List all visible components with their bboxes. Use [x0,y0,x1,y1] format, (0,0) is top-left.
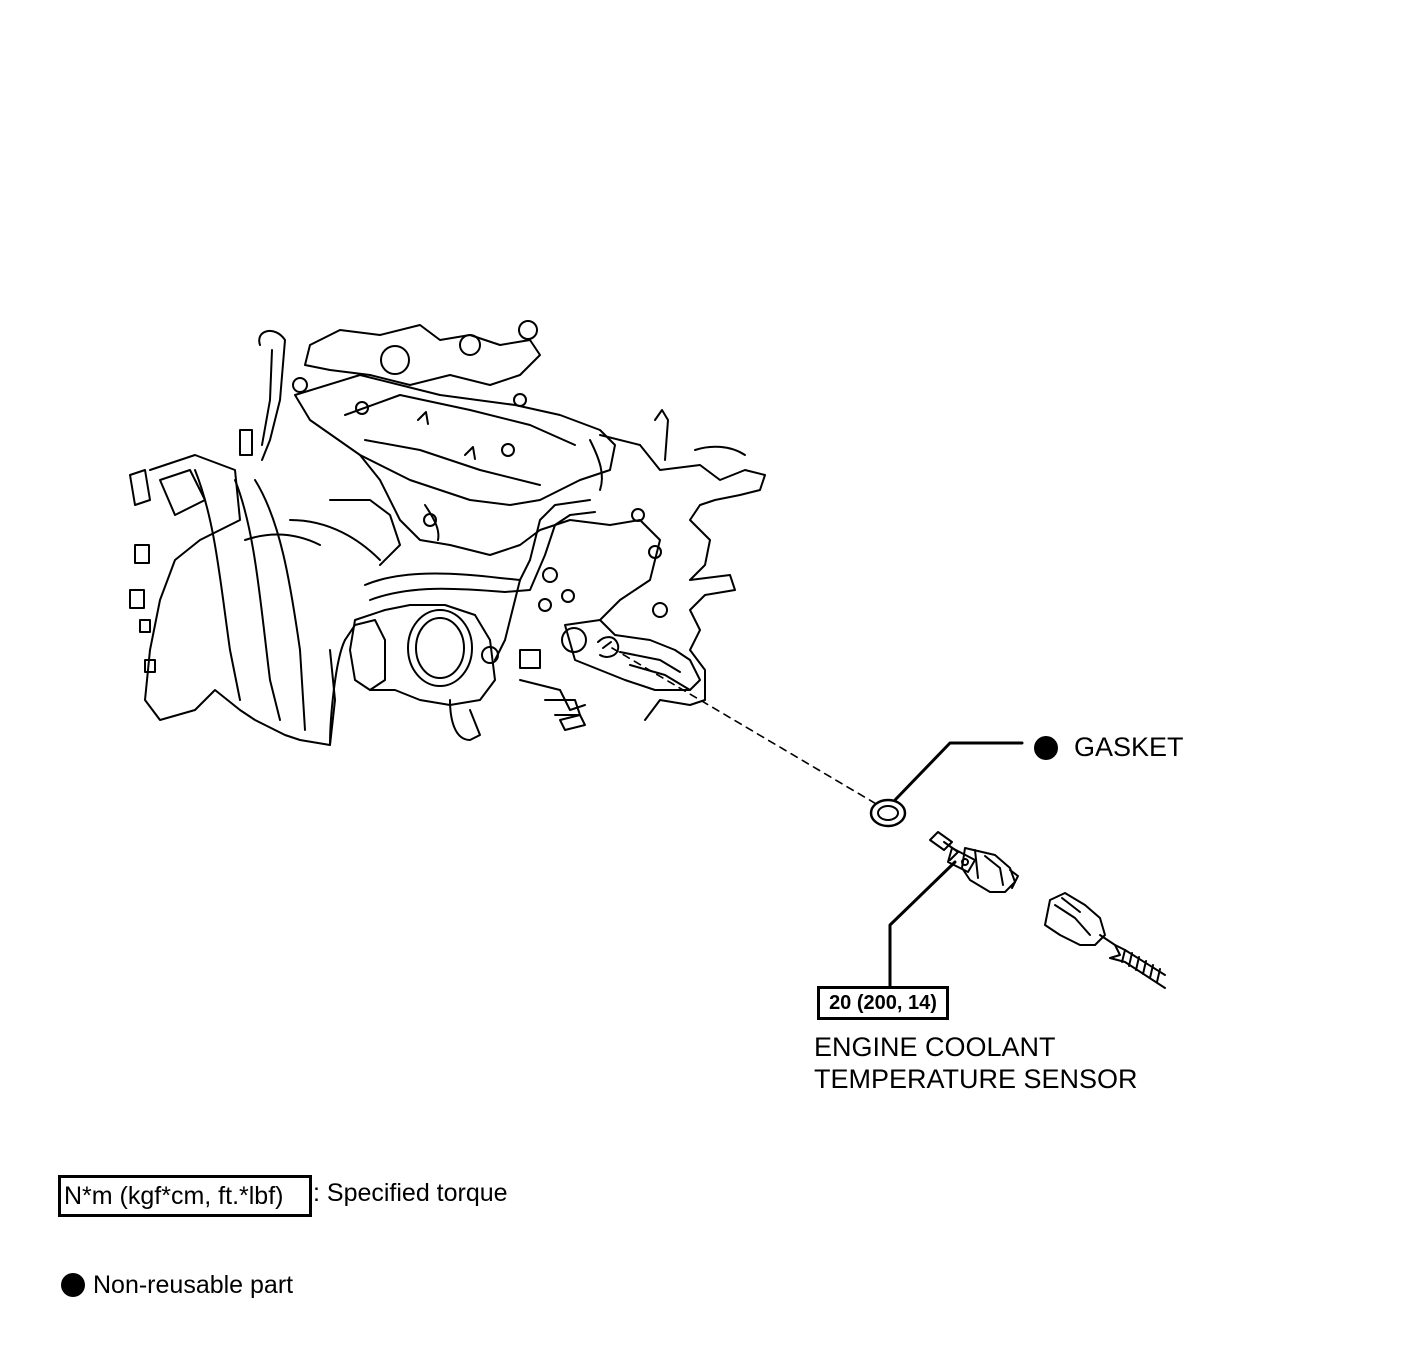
nonreusable-marker-icon [1034,736,1058,760]
gasket-leader-line [893,741,1024,802]
gasket-label: GASKET [1074,732,1184,762]
legend-nonreusable-description: Non-reusable part [93,1271,294,1299]
legend-torque-units: N*m (kgf*cm, ft.*lbf) [58,1175,312,1217]
sensor-label-line2: TEMPERATURE SENSOR [814,1064,1138,1094]
legend-torque-description: : Specified torque [313,1179,508,1207]
coolant-temperature-sensor [929,831,1019,893]
sensor-label-line1: ENGINE COOLANT [814,1032,1056,1062]
engine-assembly [129,320,766,746]
installation-guide-line [611,647,879,806]
wire-harness-connector [1044,892,1166,989]
sensor-leader-line [888,860,957,988]
torque-spec-box: 20 (200, 14) [817,986,949,1020]
gasket-ring [869,798,907,828]
legend-nonreusable-icon [61,1273,85,1297]
